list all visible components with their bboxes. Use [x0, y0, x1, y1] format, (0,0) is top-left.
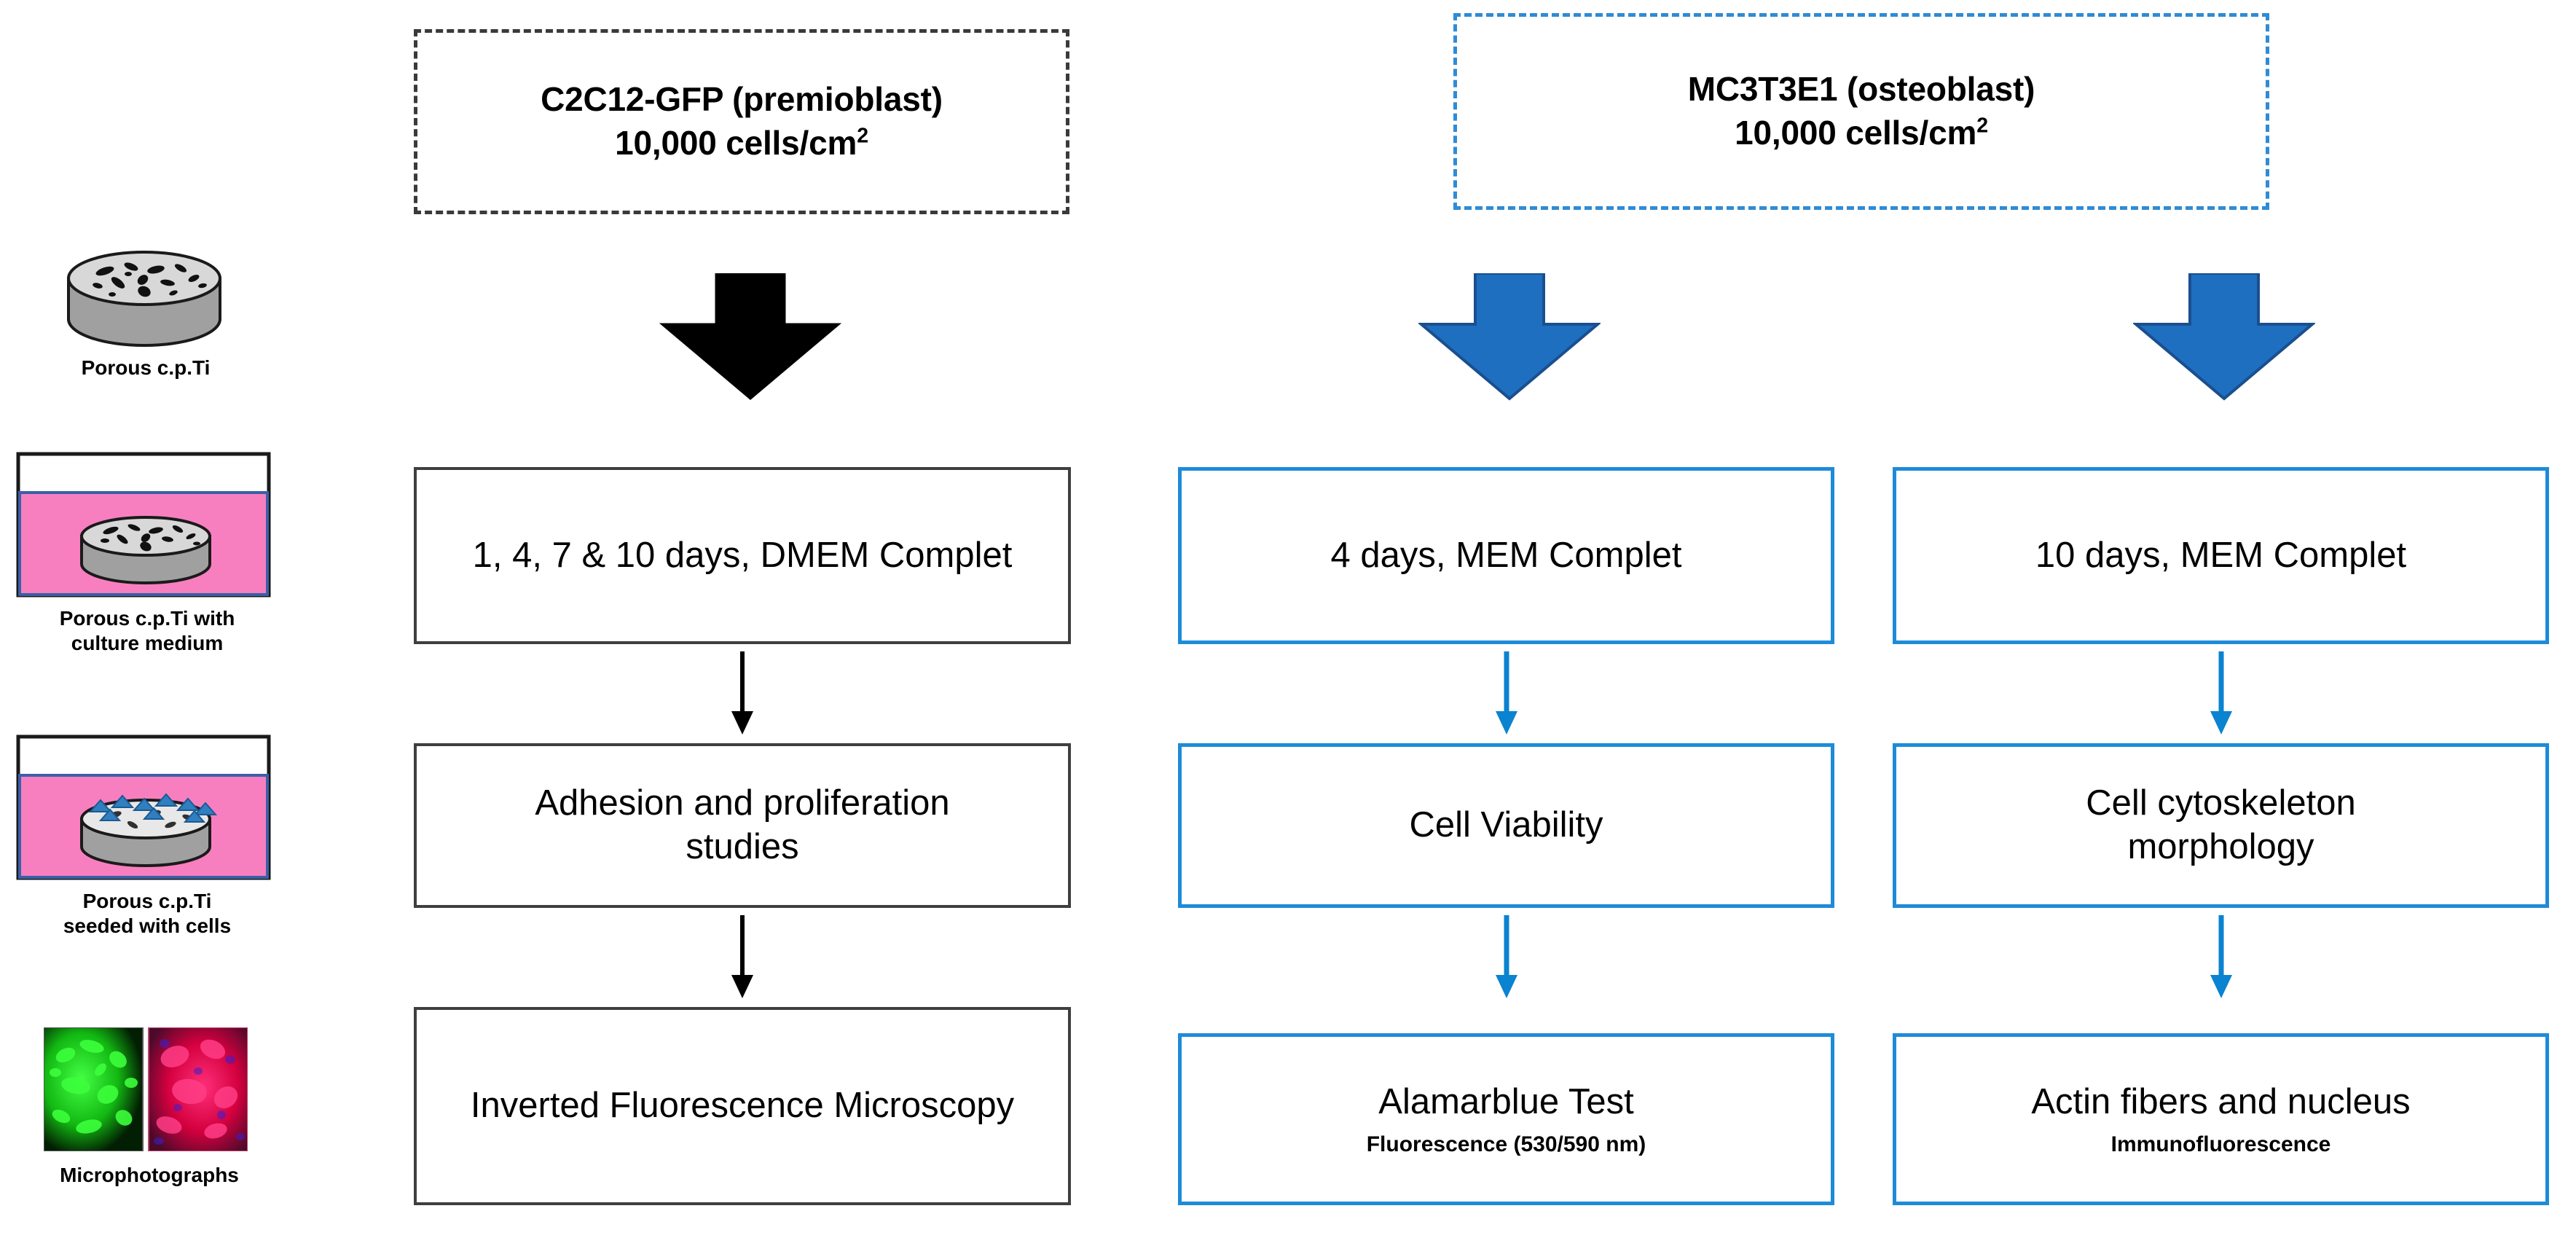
- process-box-title: Alamarblue Test: [1378, 1082, 1634, 1122]
- process-box-c2c12-step-3: Inverted Fluorescence Microscopy: [414, 1007, 1071, 1205]
- header-line1: C2C12-GFP (premioblast): [541, 80, 943, 119]
- process-box-title: Cell Viability: [1409, 805, 1603, 845]
- sidebar-item-seeded-cells: Porous c.p.Ti seeded with cells: [16, 734, 278, 953]
- process-box-mc3t3e1-4days-step-1: 4 days, MEM Complet: [1178, 467, 1834, 644]
- sidebar-caption-culture-medium: Porous c.p.Ti with culture medium: [16, 606, 278, 656]
- sidebar-caption-line1: Porous c.p.Ti: [82, 890, 212, 912]
- process-box-subtitle: Fluorescence (530/590 nm): [1366, 1132, 1646, 1156]
- sidebar-caption-line2: culture medium: [71, 632, 224, 655]
- process-box-title: 4 days, MEM Complet: [1330, 535, 1682, 575]
- process-box-mc3t3e1-4days-step-2: Cell Viability: [1178, 743, 1834, 908]
- sidebar-caption-line1: Porous c.p.Ti with: [59, 607, 235, 630]
- process-box-subtitle: Immunofluorescence: [2110, 1132, 2331, 1156]
- sidebar-item-culture-medium: Porous c.p.Ti with culture medium: [16, 452, 278, 670]
- process-box-title: Adhesion and proliferation studies: [535, 783, 950, 866]
- process-box-mc3t3e1-10days-step-1: 10 days, MEM Complet: [1893, 467, 2549, 644]
- connector-arrow-down-2-mc3t3e1-10days: [2210, 915, 2232, 998]
- sidebar-caption-text: Microphotographs: [60, 1164, 239, 1186]
- header-line2: 10,000 cells/cm2: [615, 122, 868, 165]
- header-line2-text: 10,000 cells/cm: [615, 124, 857, 162]
- process-box-mc3t3e1-4days-step-3: Alamarblue Test Fluorescence (530/590 nm…: [1178, 1033, 1834, 1205]
- process-box-title: Actin fibers and nucleus: [2031, 1082, 2411, 1122]
- beaker-with-medium-icon: [16, 452, 271, 597]
- connector-arrow-down-1-mc3t3e1-10days: [2210, 651, 2232, 734]
- header-line1: MC3T3E1 (osteoblast): [1687, 70, 2035, 109]
- header-box-c2c12: C2C12-GFP (premioblast) 10,000 cells/cm2: [414, 29, 1069, 214]
- black-block-arrow-down-icon: [659, 273, 841, 400]
- beaker-with-seeded-disc-icon: [16, 734, 271, 880]
- header-line2-superscript: 2: [1976, 114, 1988, 138]
- blue-block-arrow-down-icon-col2: [1418, 273, 1601, 401]
- sidebar-caption-seeded-cells: Porous c.p.Ti seeded with cells: [16, 889, 278, 939]
- sidebar-item-microphotographs: Microphotographs: [44, 1027, 255, 1202]
- sidebar-caption-porous-titanium: Porous c.p.Ti: [51, 356, 240, 380]
- header-line2-superscript: 2: [857, 124, 868, 148]
- porous-titanium-disc-icon: [67, 251, 221, 347]
- process-box-title: Inverted Fluorescence Microscopy: [470, 1086, 1015, 1126]
- header-line2: 10,000 cells/cm2: [1735, 111, 1988, 155]
- fluorescence-micrographs-icon: [44, 1027, 248, 1151]
- header-box-mc3t3e1: MC3T3E1 (osteoblast) 10,000 cells/cm2: [1453, 13, 2269, 210]
- sidebar-caption-line2: seeded with cells: [63, 914, 232, 938]
- sidebar-caption-microphotographs: Microphotographs: [29, 1163, 270, 1188]
- process-box-mc3t3e1-10days-step-2: Cell cytoskeleton morphology: [1893, 743, 2549, 908]
- connector-arrow-down-1-c2c12: [731, 651, 753, 734]
- connector-arrow-down-2-c2c12: [731, 915, 753, 998]
- blue-block-arrow-down-icon-col3: [2133, 273, 2315, 401]
- header-line2-text: 10,000 cells/cm: [1735, 114, 1977, 152]
- process-box-c2c12-step-1: 1, 4, 7 & 10 days, DMEM Complet: [414, 467, 1071, 644]
- process-box-title: Cell cytoskeleton morphology: [2086, 783, 2356, 866]
- process-box-title: 1, 4, 7 & 10 days, DMEM Complet: [472, 535, 1013, 575]
- process-box-c2c12-step-2: Adhesion and proliferation studies: [414, 743, 1071, 908]
- sidebar-caption-text: Porous c.p.Ti: [81, 356, 211, 379]
- connector-arrow-down-2-mc3t3e1-4days: [1496, 915, 1517, 998]
- connector-arrow-down-1-mc3t3e1-4days: [1496, 651, 1517, 734]
- process-box-mc3t3e1-10days-step-3: Actin fibers and nucleus Immunofluoresce…: [1893, 1033, 2549, 1205]
- process-box-title: 10 days, MEM Complet: [2035, 535, 2407, 575]
- sidebar-item-porous-titanium: Porous c.p.Ti: [51, 240, 240, 408]
